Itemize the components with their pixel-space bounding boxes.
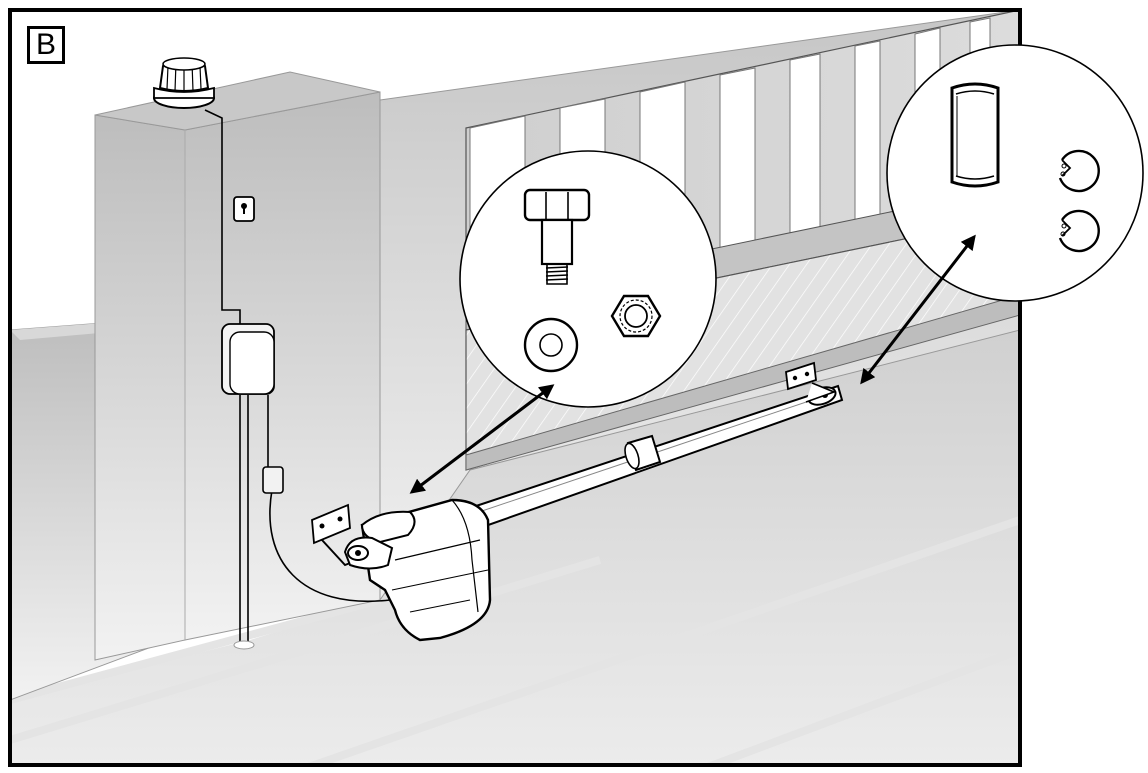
key-switch-icon: [233, 196, 255, 222]
figure-frame: [8, 8, 1022, 767]
bolt-washer-nut-detail: [459, 150, 717, 408]
bolt-icon: [523, 188, 591, 285]
photocell-icon: [262, 466, 284, 494]
warning-light-icon: [153, 57, 215, 109]
pillar-top: [94, 71, 381, 131]
circlip-icon: [1058, 149, 1100, 193]
linear-actuator-icon: [343, 384, 844, 642]
pillar-front: [94, 114, 186, 661]
arrow-to-motor-pivot: [409, 384, 555, 494]
panel-label: B: [27, 26, 65, 64]
wiring: [204, 109, 391, 648]
control-box-icon: [221, 323, 275, 395]
callout-arrows: [409, 234, 976, 494]
circlip-icon: [1058, 209, 1100, 253]
washer-icon: [523, 317, 579, 373]
ground: [10, 330, 1020, 765]
hex-nut-icon: [610, 294, 662, 338]
sleeve-circlip-detail: [886, 44, 1144, 302]
sleeve-icon: [950, 82, 1000, 188]
gate-bracket: [785, 361, 837, 403]
arrow-to-rod-end: [860, 234, 976, 385]
